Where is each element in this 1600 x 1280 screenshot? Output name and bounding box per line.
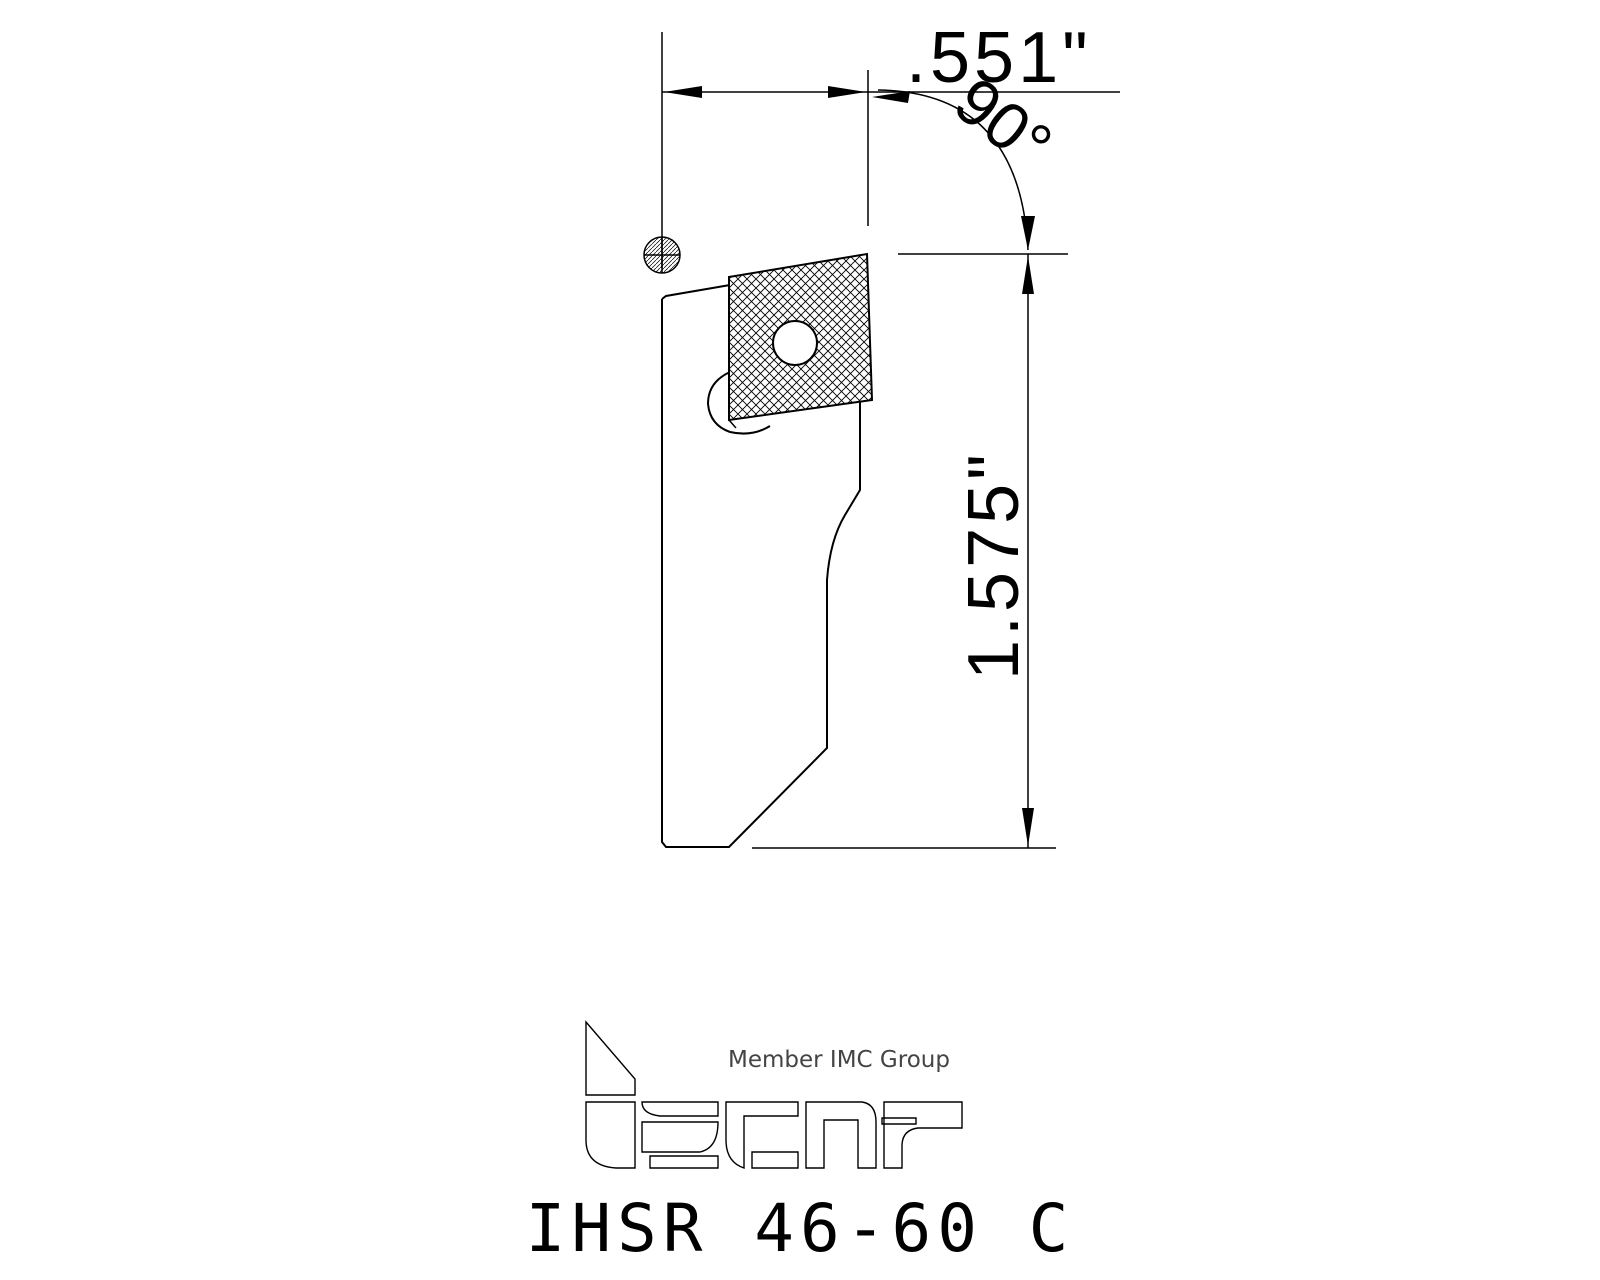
model-code: IHSR 46-60 C <box>525 1190 1075 1267</box>
logo-letter-r <box>881 1101 963 1169</box>
insert-edge-chamfer <box>728 419 737 429</box>
height-dimension: 1.575" <box>752 253 1068 849</box>
logo-letter-c <box>725 1101 799 1169</box>
tool-holder-outline <box>661 284 861 848</box>
angle-arc <box>877 89 1029 251</box>
logo-tagline: Member IMC Group <box>728 1047 950 1073</box>
logo-letter-a <box>805 1101 877 1169</box>
width-value: .551" <box>906 18 1092 98</box>
insert-mounting-hole <box>772 320 818 366</box>
iscar-logo: Member IMC Group <box>585 1020 963 1169</box>
width-arrow-right <box>828 86 866 98</box>
logo-letter-s <box>641 1101 719 1169</box>
width-dimension: .551" <box>661 18 1120 268</box>
clamp-screw-lobe <box>706 371 771 435</box>
height-arrow-top <box>1022 256 1034 294</box>
logo-wordmark <box>585 1020 963 1169</box>
width-arrow-left <box>664 86 702 98</box>
width-arrow-outer <box>872 91 910 103</box>
height-value: 1.575" <box>954 450 1034 680</box>
angle-arrow <box>1021 216 1035 250</box>
height-arrow-bottom <box>1022 808 1034 846</box>
logo-letter-i <box>585 1020 636 1169</box>
